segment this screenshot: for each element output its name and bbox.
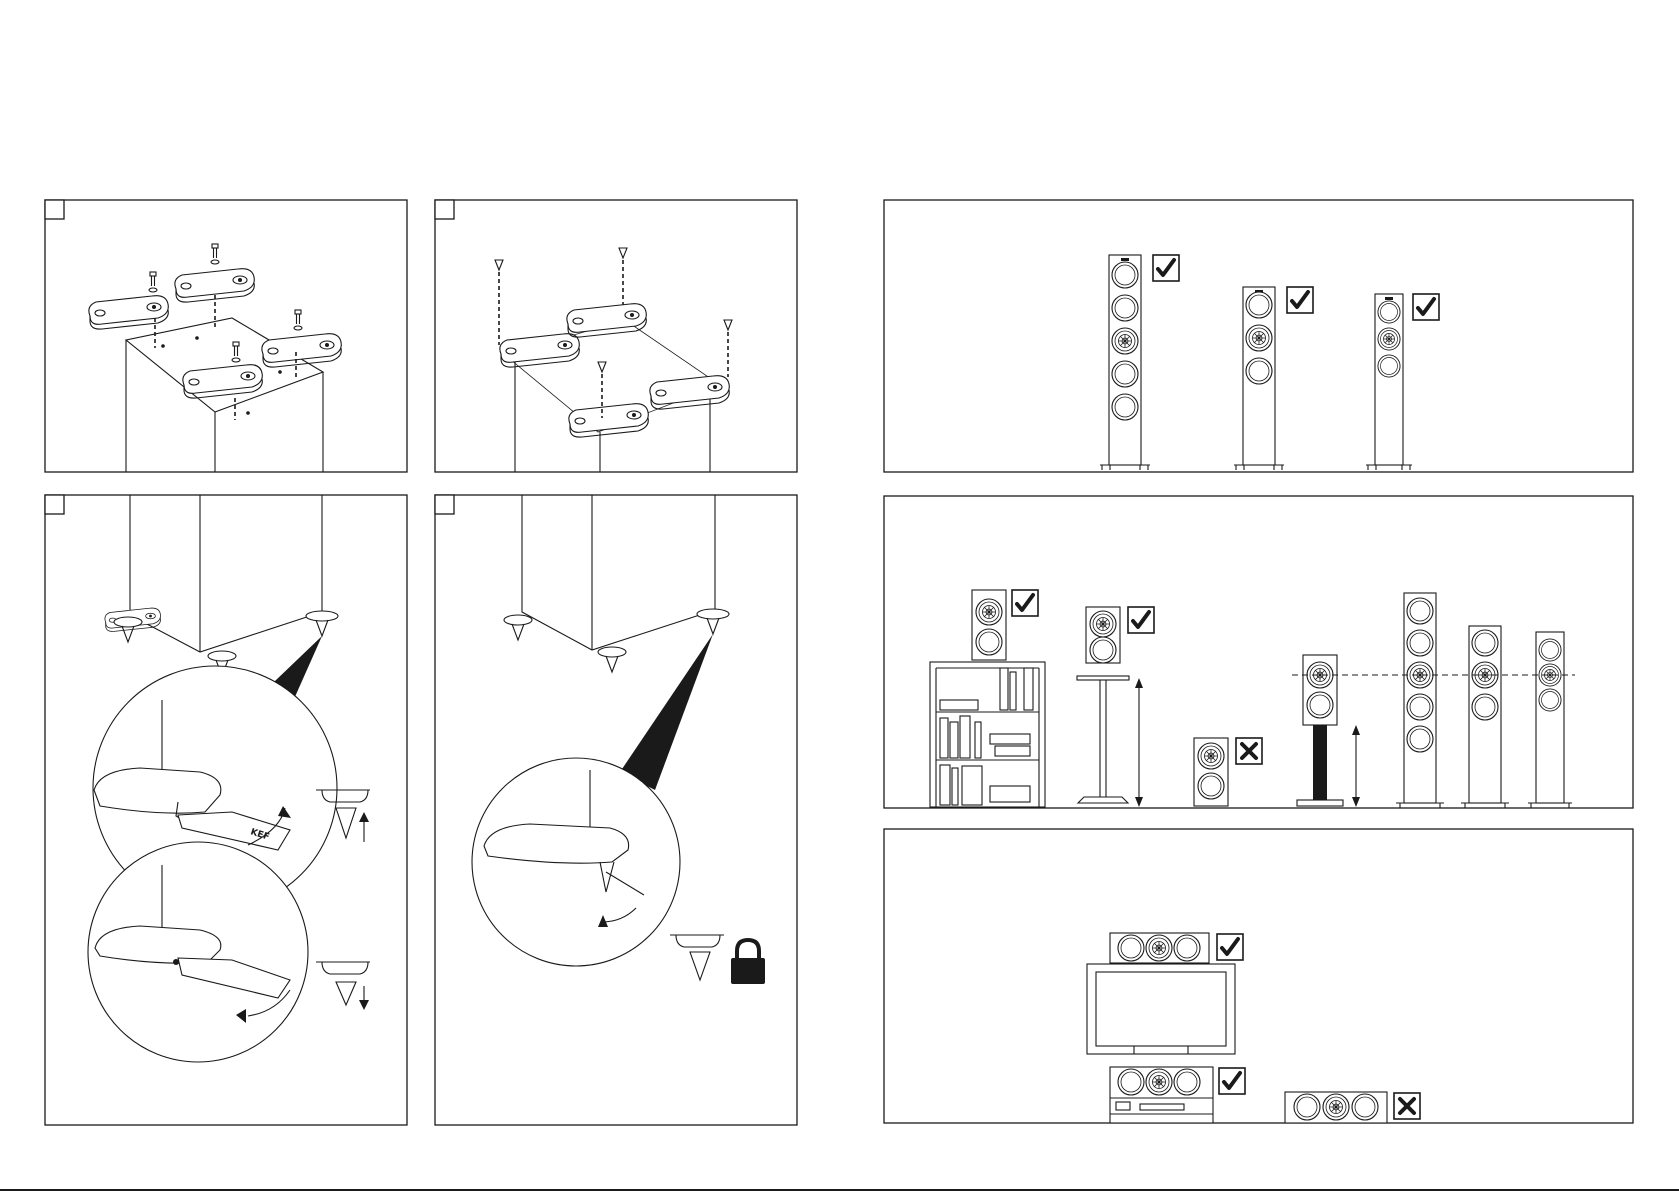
step-number-box [45,495,64,514]
bookshelf [930,662,1045,807]
panel-spike-insert [435,200,797,472]
check-box-icon [1219,1068,1245,1094]
panel-tweeter-height [884,496,1633,808]
panel-spike-lock [435,495,797,1125]
panel-floorstander-placement [884,200,1633,472]
panel-feet-attach [45,200,407,472]
centre-speaker-in-cabinet [1110,1067,1213,1123]
check-box-icon [1128,607,1154,633]
television [1087,964,1235,1054]
centre-speaker-on-floor [1285,1092,1387,1123]
check-box-icon [1012,590,1038,616]
centre-speaker-above-tv [1110,933,1209,963]
cross-box-icon [1394,1093,1420,1119]
step-number-box [45,200,64,219]
step-number-box [435,495,454,514]
panel-spike-adjust: KEF [45,495,407,1125]
check-box-icon [1287,287,1313,313]
check-box-icon [1413,294,1439,320]
cross-box-icon [1236,738,1262,764]
check-box-icon [1153,255,1179,281]
speaker-bookshelf-on-shelf [972,590,1006,660]
step-number-box [435,200,454,219]
panel-centre-placement [884,829,1633,1123]
check-box-icon [1217,934,1243,960]
speaker-on-floor [1194,738,1228,806]
